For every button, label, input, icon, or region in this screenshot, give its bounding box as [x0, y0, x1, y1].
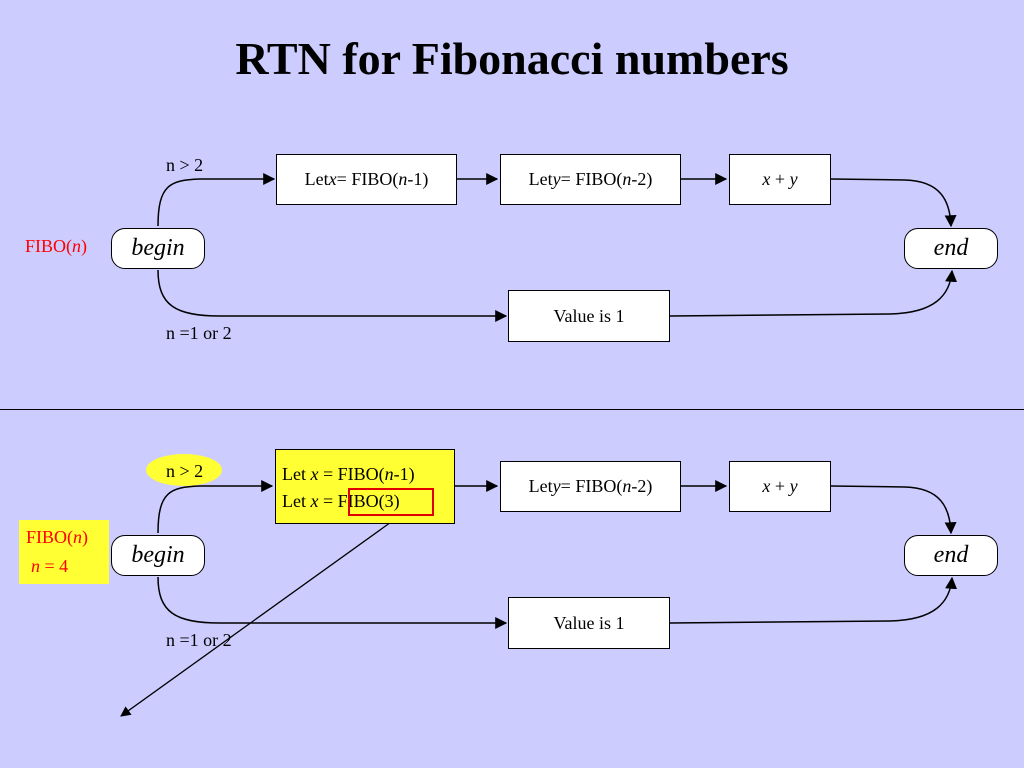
bottom-wire-base-to-end	[669, 576, 958, 624]
section-divider	[0, 409, 1024, 410]
top-wire-base-to-end	[669, 269, 958, 317]
top-wire-box3-to-end	[830, 178, 957, 228]
top-fibo-label: FIBO(n)	[25, 236, 88, 256]
top-base-value-box[interactable]: Value is 1	[508, 290, 670, 342]
bottom-sum-box[interactable]: x + y	[729, 461, 831, 512]
bottom-n-value: n = 4	[31, 556, 69, 576]
page-title: RTN for Fibonacci numbers	[235, 33, 789, 84]
bottom-base-value-box[interactable]: Value is 1	[508, 597, 670, 649]
recursion-pointer-arrow	[120, 511, 406, 717]
bottom-let-x-line2: Let x = FIBO(3)	[282, 491, 400, 511]
top-sum-box[interactable]: x + y	[729, 154, 831, 205]
top-wire-begin-to-box1	[157, 173, 276, 227]
top-let-y-box[interactable]: Let y = FIBO(n-2)	[500, 154, 681, 205]
bottom-end-node[interactable]: end	[904, 535, 998, 576]
top-begin-node[interactable]: begin	[111, 228, 205, 269]
top-wire-begin-to-base	[157, 269, 508, 322]
bottom-wire-begin-to-base	[157, 576, 508, 629]
top-let-x-box[interactable]: Let x = FIBO(n-1)	[276, 154, 457, 205]
top-condition-base: n =1 or 2	[166, 323, 232, 343]
bottom-condition-highlight	[146, 454, 222, 486]
bottom-let-x-line1: Let x = FIBO(n-1)	[282, 464, 415, 484]
bottom-wire-box3-to-end	[830, 485, 957, 535]
recursive-call-text: FIBO(3)	[337, 491, 400, 511]
recursive-call-highlight-frame	[348, 488, 434, 516]
bottom-fibo-label: FIBO(n)	[26, 527, 89, 547]
bottom-fibo-highlight: FIBO(n) n = 4	[19, 520, 109, 584]
top-end-node[interactable]: end	[904, 228, 998, 269]
bottom-condition-base: n =1 or 2	[166, 630, 232, 650]
bottom-let-x-box-active[interactable]: Let x = FIBO(n-1) Let x = FIBO(3)	[275, 449, 455, 524]
top-condition-recursive: n > 2	[166, 155, 204, 175]
bottom-begin-node[interactable]: begin	[111, 535, 205, 576]
bottom-condition-recursive: n > 2	[166, 461, 204, 481]
bottom-wire-begin-to-box1	[157, 480, 274, 534]
bottom-let-y-box[interactable]: Let y = FIBO(n-2)	[500, 461, 681, 512]
